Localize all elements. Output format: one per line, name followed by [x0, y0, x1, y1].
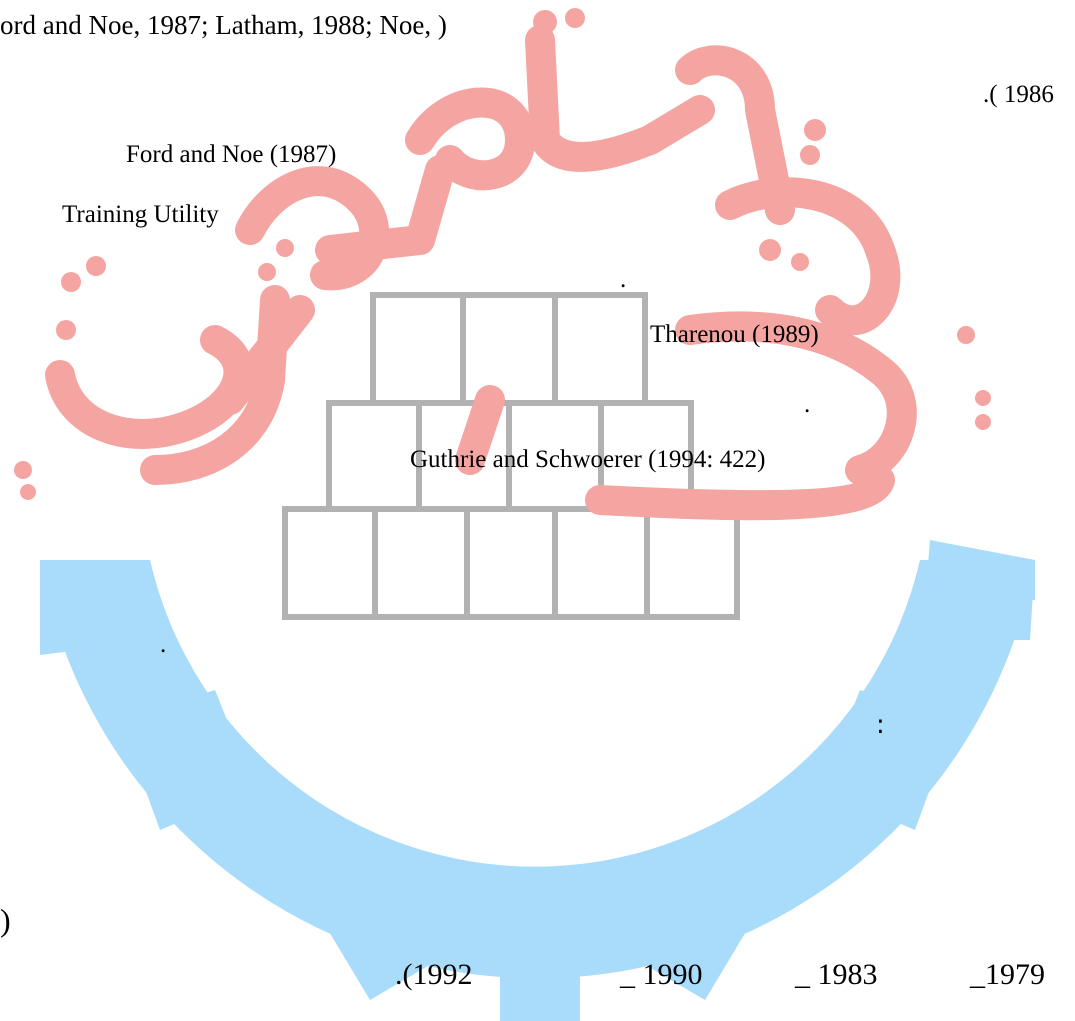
red-calligraphy-icon — [45, 25, 917, 521]
guthrie-citation: Guthrie and Schwoerer (1994: 422) — [410, 446, 766, 473]
sentence-end-dot: . — [804, 391, 811, 418]
year-1992-text: .(1992 — [395, 958, 473, 991]
citation-line-top: ord and Noe, 1987; Latham, 1988; Noe, ) — [0, 10, 447, 40]
colon-mark: : — [876, 710, 885, 740]
tharenou-citation: Tharenou (1989) — [650, 321, 819, 348]
closing-paren: ) — [0, 902, 11, 938]
year-1986-text: .( 1986 — [983, 81, 1054, 108]
sentence-end-dot: . — [160, 631, 167, 658]
blue-gear-icon — [40, 540, 1035, 1021]
ford-noe-citation: Ford and Noe (1987) — [126, 141, 337, 168]
sentence-end-dot: . — [620, 266, 627, 293]
year-1983-text: _ 1983 — [795, 958, 878, 991]
red-dots-icon — [14, 8, 991, 500]
year-1990-text: _ 1990 — [620, 958, 703, 991]
training-utility-term: Training Utility — [62, 201, 219, 228]
year-1979-text: _1979 — [970, 958, 1045, 991]
